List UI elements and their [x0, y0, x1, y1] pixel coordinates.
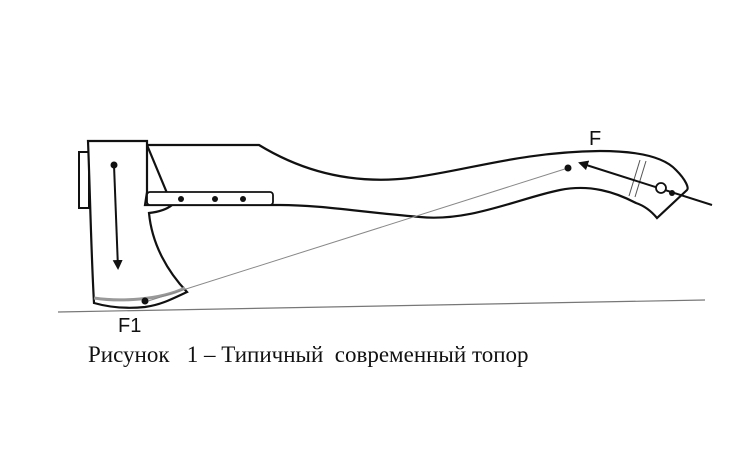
blade-edge: [93, 286, 186, 302]
eye-plate: [146, 191, 274, 206]
force-label-f1: F1: [118, 315, 142, 337]
center-of-mass-dot: [110, 161, 118, 169]
rivet: [240, 196, 246, 202]
force-point-dot: [564, 164, 572, 172]
figure-caption: Рисунок 1 – Типичный современный топор: [88, 342, 529, 367]
grip-line: [634, 160, 647, 198]
lever-line: [144, 167, 569, 303]
grip-dot: [669, 190, 675, 196]
force-arrow: [578, 160, 713, 206]
force-label-f: F: [589, 128, 602, 150]
weight-arrow: [112, 164, 123, 270]
axe-handle: [145, 143, 689, 220]
rivet: [178, 196, 184, 202]
ground-line: [57, 299, 706, 313]
grip-line: [628, 159, 641, 197]
blade-contact-dot: [141, 297, 149, 305]
axe-poll: [78, 151, 90, 209]
rivet: [212, 196, 218, 202]
lanyard-hole: [655, 182, 667, 194]
